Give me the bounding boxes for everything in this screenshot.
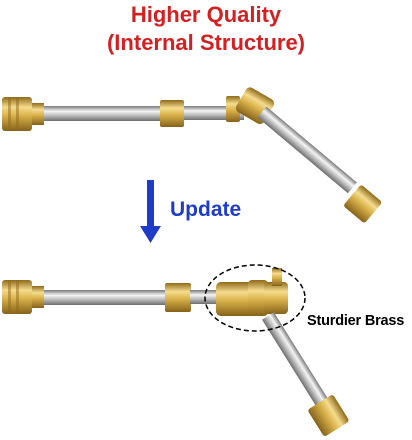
connector-right-old: [344, 185, 382, 223]
wand-old: [2, 87, 382, 223]
dashed-ellipse-highlight: [204, 264, 306, 332]
sturdier-brass-label: Sturdier Brass: [307, 313, 405, 329]
steel-pipe-old-3: [257, 106, 357, 194]
steel-pipe-new-3: [262, 312, 328, 407]
steel-pipe-new-1: [44, 290, 168, 305]
update-label: Update: [170, 198, 242, 221]
brass-coupler-old: [160, 100, 184, 127]
arrow-down-icon: [140, 180, 161, 243]
header-title-line2: (Internal Structure): [106, 30, 306, 55]
brass-body-new: [216, 268, 288, 316]
wand-new: [2, 268, 349, 436]
header-title-line1: Higher Quality: [130, 2, 282, 27]
connector-right-new: [308, 395, 349, 436]
steel-pipe-old-1: [44, 106, 162, 121]
brass-coupler-new: [165, 283, 191, 312]
